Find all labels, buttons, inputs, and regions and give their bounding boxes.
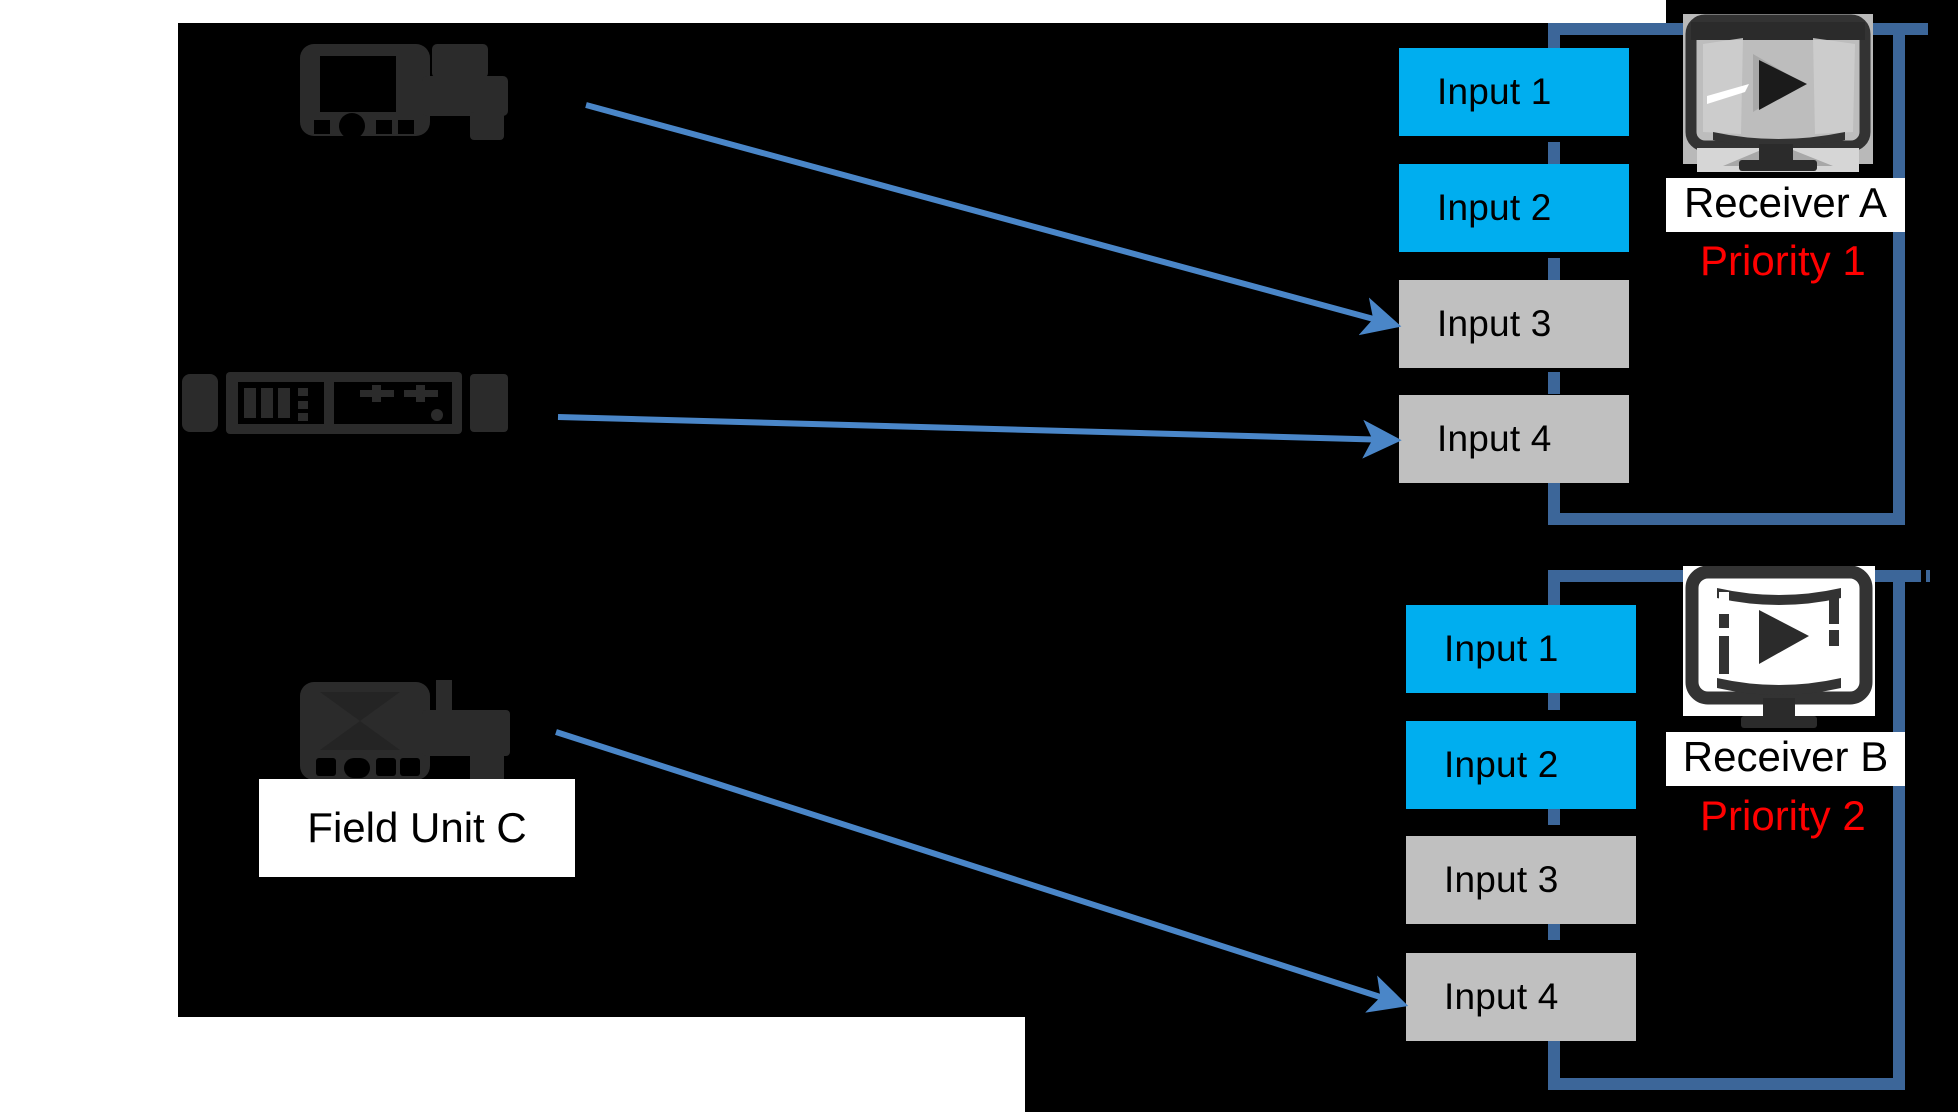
- frame-line-bottom: [1921, 232, 1926, 1027]
- receiver-a-input-2[interactable]: Input 2: [1399, 164, 1629, 252]
- field-unit-c-label-text: Field Unit C: [307, 804, 527, 851]
- receiver-b-priority: Priority 2: [1700, 792, 1866, 839]
- monitor-play-icon-b: [1683, 565, 1875, 736]
- receiver-a-name: Receiver A: [1683, 179, 1888, 226]
- receiver-b-input-3-label: Input 3: [1444, 859, 1559, 900]
- receiver-b-input-4[interactable]: Input 4: [1406, 953, 1636, 1041]
- route-a-dash-1: [1548, 142, 1560, 164]
- receiver-b-input-1[interactable]: Input 1: [1406, 605, 1636, 693]
- route-b-rtn: [1548, 1030, 1560, 1078]
- route-a-dash-3: [1548, 372, 1560, 394]
- receiver-a-input-1-label: Input 1: [1437, 71, 1552, 112]
- camcorder-icon-top: [300, 40, 530, 145]
- route-b-dash-1: [1548, 688, 1560, 710]
- receiver-b-input-2-label: Input 2: [1444, 744, 1559, 785]
- field-unit-c-label: Field Unit C: [259, 779, 575, 877]
- receiver-a-input-3[interactable]: Input 3: [1399, 280, 1629, 368]
- receiver-a-input-4-label: Input 4: [1437, 418, 1552, 459]
- receiver-a-input-2-label: Input 2: [1437, 187, 1552, 228]
- route-a-dash-2: [1548, 258, 1560, 280]
- receiver-a-priority: Priority 1: [1700, 237, 1866, 284]
- monitor-play-icon-a: [1683, 14, 1873, 181]
- receiver-a-input-3-label: Input 3: [1437, 303, 1552, 344]
- receiver-b-name-box: Receiver B: [1666, 732, 1905, 786]
- receiver-b-input-4-label: Input 4: [1444, 976, 1559, 1017]
- route-a-right: [1893, 23, 1905, 525]
- route-b-right: [1893, 570, 1905, 1090]
- receiver-a-name-box: Receiver A: [1666, 178, 1905, 232]
- receiver-b-input-1-label: Input 1: [1444, 628, 1559, 669]
- receiver-b-name: Receiver B: [1682, 733, 1889, 780]
- rack-unit-icon: [182, 368, 512, 445]
- receiver-a-input-1[interactable]: Input 1: [1399, 48, 1629, 136]
- receiver-a-input-4[interactable]: Input 4: [1399, 395, 1629, 483]
- frame-line-top: [1921, 40, 1926, 232]
- camcorder-icon-field: [300, 678, 530, 788]
- route-b-bottom: [1548, 1078, 1905, 1090]
- receiver-b-input-2[interactable]: Input 2: [1406, 721, 1636, 809]
- route-a-bottom: [1548, 513, 1905, 525]
- receiver-b-input-3[interactable]: Input 3: [1406, 836, 1636, 924]
